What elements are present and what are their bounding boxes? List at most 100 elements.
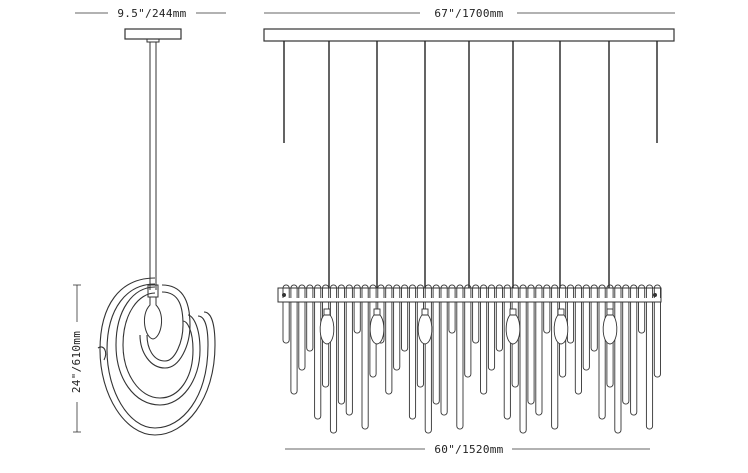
- glass-tube-top: [551, 284, 559, 298]
- glass-tube-top: [653, 284, 661, 298]
- glass-tube: [306, 302, 314, 352]
- glass-tube-top: [472, 284, 480, 298]
- side-view: [73, 12, 226, 436]
- glass-tube-top: [306, 284, 314, 298]
- glass-tube: [645, 302, 654, 430]
- glass-tube-top: [638, 284, 646, 298]
- glass-tube: [614, 302, 622, 434]
- glass-tube-top: [630, 284, 638, 298]
- body-height-label: 24"/610mm: [70, 331, 83, 393]
- glass-tube-top: [393, 284, 401, 298]
- front-bulbs: [319, 308, 618, 345]
- glass-tube-top: [424, 284, 432, 298]
- glass-tube: [361, 302, 369, 430]
- glass-tube: [630, 302, 638, 416]
- glass-tube: [464, 302, 472, 378]
- glass-tube: [322, 302, 330, 388]
- front-view: [263, 12, 675, 450]
- bulb-icon: [319, 308, 335, 345]
- glass-tube-top: [519, 284, 527, 298]
- glass-tube: [511, 302, 519, 388]
- glass-tube: [590, 302, 598, 352]
- glass-tube-top: [614, 284, 622, 298]
- glass-tube: [519, 302, 527, 434]
- glass-tube-top: [590, 284, 598, 298]
- glass-tube: [440, 302, 448, 416]
- glass-tube: [385, 302, 393, 395]
- glass-tube-top: [432, 284, 440, 298]
- glass-tube-top: [377, 284, 385, 298]
- glass-tube-top: [440, 284, 448, 298]
- glass-tube: [290, 302, 298, 395]
- bulb-icon: [602, 308, 618, 345]
- glass-tube-top: [559, 284, 567, 298]
- glass-tube-top: [282, 284, 290, 298]
- glass-tube-top: [353, 284, 361, 298]
- glass-tube: [622, 302, 630, 405]
- glass-tube: [408, 302, 417, 420]
- glass-tube-top: [527, 284, 535, 298]
- glass-tube-top: [361, 284, 369, 298]
- glass-tube-top: [322, 284, 330, 298]
- glass-tube-top: [416, 284, 424, 298]
- glass-tube-top: [511, 284, 519, 298]
- glass-tube-top: [408, 284, 417, 298]
- glass-tube: [337, 302, 345, 405]
- glass-tube-top: [503, 284, 511, 298]
- bulb-icon: [553, 308, 569, 345]
- glass-tube-top: [337, 284, 345, 298]
- glass-tube-top: [314, 284, 322, 298]
- glass-tube: [566, 302, 575, 344]
- glass-tube-top: [598, 284, 606, 298]
- glass-tube: [456, 302, 464, 430]
- glass-tube-top: [480, 284, 488, 298]
- bulb-icon: [505, 308, 521, 345]
- glass-tube-top: [582, 284, 590, 298]
- glass-tube: [480, 302, 488, 395]
- front-frame-bar: [277, 287, 662, 303]
- glass-tube: [353, 302, 361, 334]
- glass-tube: [582, 302, 590, 371]
- side-spiral-glass: [97, 277, 216, 436]
- glass-tube: [472, 302, 480, 344]
- glass-tube: [432, 302, 440, 405]
- glass-tube-top: [495, 284, 503, 298]
- glass-tube-top: [290, 284, 298, 298]
- glass-tube-top: [345, 284, 353, 298]
- glass-tube: [638, 302, 646, 334]
- side-canopy: [124, 28, 182, 40]
- glass-tube-top: [448, 284, 456, 298]
- side-suspension-rod: [149, 42, 157, 290]
- glass-tube: [416, 302, 424, 388]
- glass-tube-top: [298, 284, 306, 298]
- glass-tube: [551, 302, 559, 430]
- glass-tube: [527, 302, 535, 405]
- glass-tube: [653, 302, 661, 378]
- glass-tube: [424, 302, 432, 434]
- glass-tube: [606, 302, 614, 388]
- body-width-label: 60"/1520mm: [434, 443, 503, 456]
- front-glass-tubes: [282, 284, 661, 434]
- glass-tube-top: [456, 284, 464, 298]
- glass-tube-top: [401, 284, 409, 298]
- bulb-icon: [417, 308, 433, 345]
- canopy-width-label: 9.5"/244mm: [117, 7, 186, 20]
- glass-tube-top: [487, 284, 496, 298]
- glass-tube: [282, 302, 290, 344]
- glass-tube: [503, 302, 511, 420]
- glass-tube: [598, 302, 606, 420]
- glass-tube: [574, 302, 582, 395]
- glass-tube-top: [566, 284, 575, 298]
- overall-length-label: 67"/1700mm: [434, 7, 503, 20]
- glass-tube-top: [385, 284, 393, 298]
- glass-tube-top: [543, 284, 551, 298]
- glass-tube-top: [622, 284, 630, 298]
- glass-tube: [401, 302, 409, 352]
- glass-tube: [495, 302, 503, 352]
- glass-tube: [329, 302, 338, 434]
- glass-tube: [345, 302, 353, 416]
- glass-tube: [535, 302, 543, 416]
- bulb-icon: [369, 308, 385, 345]
- glass-tube: [543, 302, 551, 334]
